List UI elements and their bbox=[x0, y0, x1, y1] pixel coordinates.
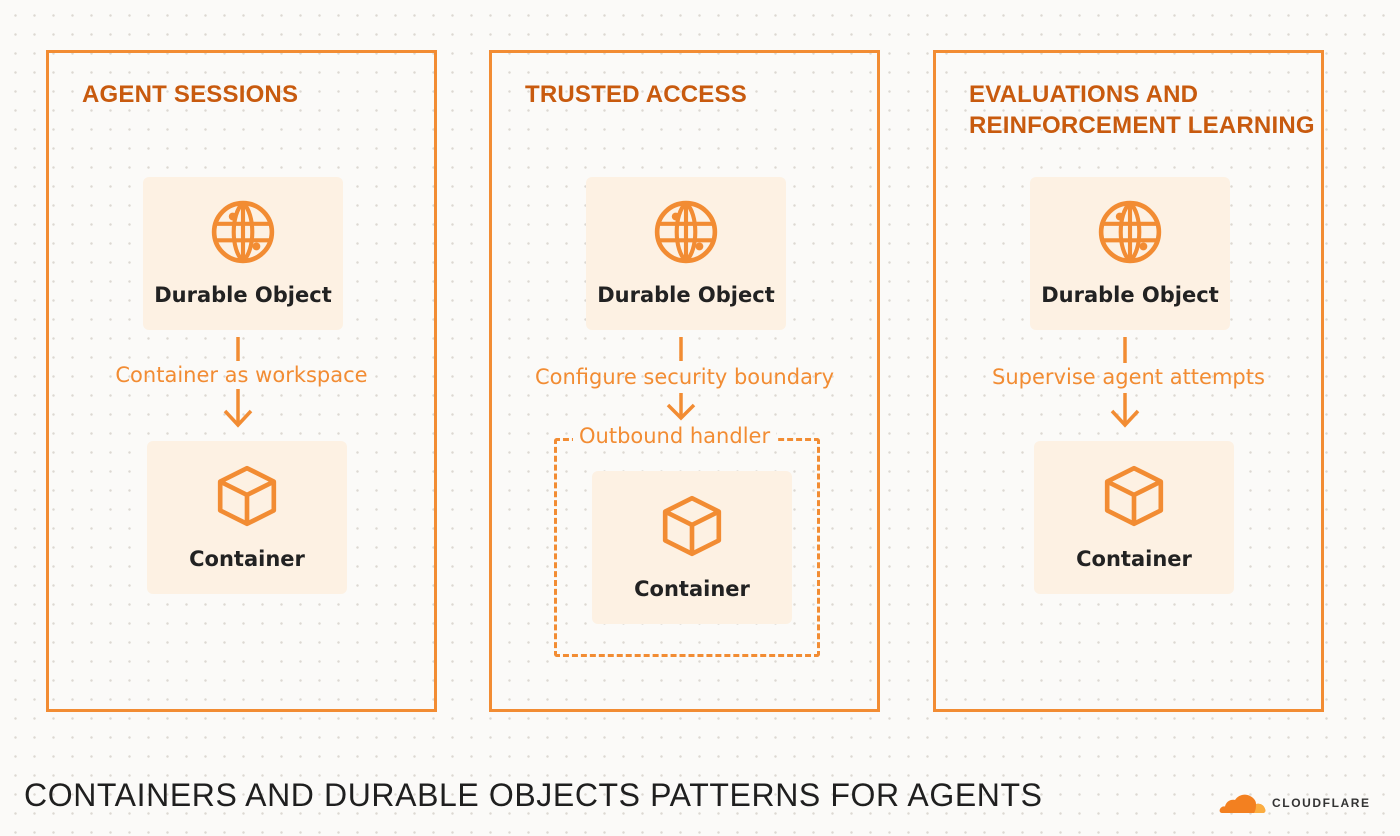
cube-icon bbox=[1101, 463, 1167, 529]
container-label: Container bbox=[634, 577, 750, 601]
container-card: Container bbox=[592, 471, 792, 624]
panel-title: EVALUATIONS AND REINFORCEMENT LEARNING bbox=[969, 79, 1319, 141]
logo-text: CLOUDFLARE bbox=[1272, 796, 1371, 810]
panel-trusted-access: TRUSTED ACCESS Durable Object Configure … bbox=[489, 50, 880, 712]
arrow-down-icon bbox=[222, 337, 254, 429]
globe-icon bbox=[1097, 199, 1163, 265]
cloudflare-logo: CLOUDFLARE bbox=[1218, 790, 1371, 816]
durable-object-card: Durable Object bbox=[586, 177, 786, 330]
panel-agent-sessions: AGENT SESSIONS Durable Object Container … bbox=[46, 50, 437, 712]
container-label: Container bbox=[189, 547, 305, 571]
durable-object-label: Durable Object bbox=[597, 283, 775, 307]
durable-object-label: Durable Object bbox=[1041, 283, 1219, 307]
connector-label: Configure security boundary bbox=[492, 365, 877, 389]
outbound-handler-label: Outbound handler bbox=[573, 424, 777, 448]
durable-object-card: Durable Object bbox=[143, 177, 343, 330]
durable-object-card: Durable Object bbox=[1030, 177, 1230, 330]
container-card: Container bbox=[147, 441, 347, 594]
connector-label: Supervise agent attempts bbox=[936, 365, 1321, 389]
panel-title: TRUSTED ACCESS bbox=[525, 79, 875, 110]
cube-icon bbox=[659, 493, 725, 559]
arrow-down-icon bbox=[665, 337, 697, 421]
globe-icon bbox=[210, 199, 276, 265]
cloud-logo-icon bbox=[1219, 794, 1266, 813]
panel-title-line: TRUSTED ACCESS bbox=[525, 81, 747, 108]
durable-object-label: Durable Object bbox=[154, 283, 332, 307]
outbound-handler-boundary: Outbound handler Container bbox=[554, 424, 820, 657]
globe-icon bbox=[653, 199, 719, 265]
container-label: Container bbox=[1076, 547, 1192, 571]
arrow-down-icon bbox=[1109, 337, 1141, 429]
panel-title-line: EVALUATIONS AND bbox=[969, 81, 1199, 108]
connector-label-text: Configure security boundary bbox=[534, 365, 835, 389]
container-card: Container bbox=[1034, 441, 1234, 594]
connector-label: Container as workspace bbox=[49, 363, 434, 387]
connector-label-text: Container as workspace bbox=[115, 363, 368, 387]
panel-title-line: REINFORCEMENT LEARNING bbox=[969, 112, 1315, 139]
panel-title: AGENT SESSIONS bbox=[82, 79, 432, 110]
connector-label-text: Supervise agent attempts bbox=[992, 365, 1265, 389]
panel-evaluations-reinforcement-learning: EVALUATIONS AND REINFORCEMENT LEARNING D… bbox=[933, 50, 1324, 712]
cube-icon bbox=[214, 463, 280, 529]
diagram-title: CONTAINERS AND DURABLE OBJECTS PATTERNS … bbox=[24, 777, 1043, 813]
panel-title-line: AGENT SESSIONS bbox=[82, 81, 299, 108]
